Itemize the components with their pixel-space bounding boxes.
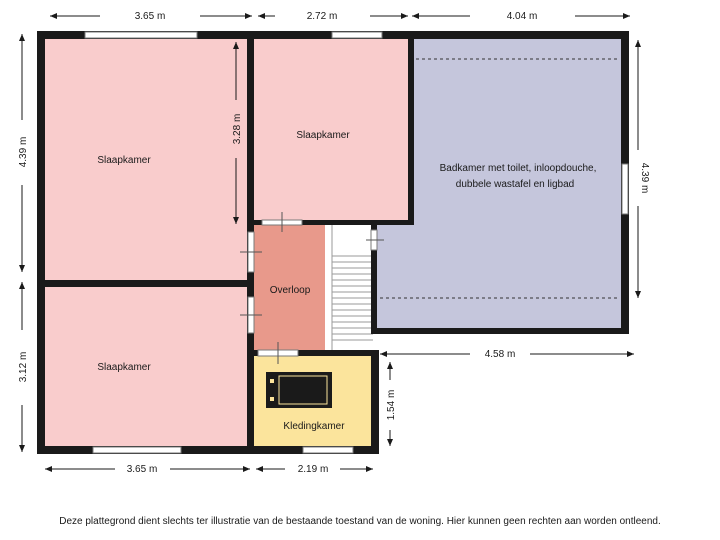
- disclaimer-text: Deze plattegrond dient slechts ter illus…: [59, 516, 661, 527]
- dim-bathroom-height: 4.39 m: [639, 163, 650, 194]
- bedroom-bottom-left: [43, 287, 248, 447]
- closet-cabinet: [266, 372, 332, 408]
- label-walk-in-closet: Kledingkamer: [283, 421, 345, 432]
- dim-left-lower-height: 3.12 m: [18, 352, 29, 383]
- dim-bedroom-inner-height: 3.28 m: [232, 114, 243, 145]
- dim-top-middle-width: 2.72 m: [307, 11, 338, 22]
- dim-bottom-left-width: 3.65 m: [127, 464, 158, 475]
- label-bedroom-top-left: Slaapkamer: [97, 155, 151, 166]
- bathroom: [410, 38, 622, 328]
- bedroom-top-left: [43, 38, 248, 280]
- door-ticks: [240, 212, 384, 364]
- label-bathroom-line2: dubbele wastafel en ligbad: [456, 179, 574, 190]
- bathroom-dashed-lines: [380, 58, 618, 299]
- label-bathroom-line1: Badkamer met toilet, inloopdouche,: [440, 163, 597, 174]
- dim-bottom-middle-width: 2.19 m: [298, 464, 329, 475]
- label-landing: Overloop: [270, 285, 311, 296]
- dimension-lines: [19, 13, 641, 472]
- dim-top-left-width: 3.65 m: [135, 11, 166, 22]
- label-bedroom-top-middle: Slaapkamer: [296, 130, 350, 141]
- landing: [253, 224, 325, 352]
- dim-closet-height: 1.54 m: [386, 390, 397, 421]
- dim-bathroom-bottom-width: 4.58 m: [485, 349, 516, 360]
- bedroom-top-middle: [253, 38, 410, 222]
- bathroom-lower-part: [376, 222, 416, 328]
- windows: [84, 31, 629, 454]
- label-bedroom-bottom-left: Slaapkamer: [97, 362, 151, 373]
- dim-left-upper-height: 4.39 m: [18, 137, 29, 168]
- dim-top-right-width: 4.04 m: [507, 11, 538, 22]
- staircase: [325, 224, 373, 350]
